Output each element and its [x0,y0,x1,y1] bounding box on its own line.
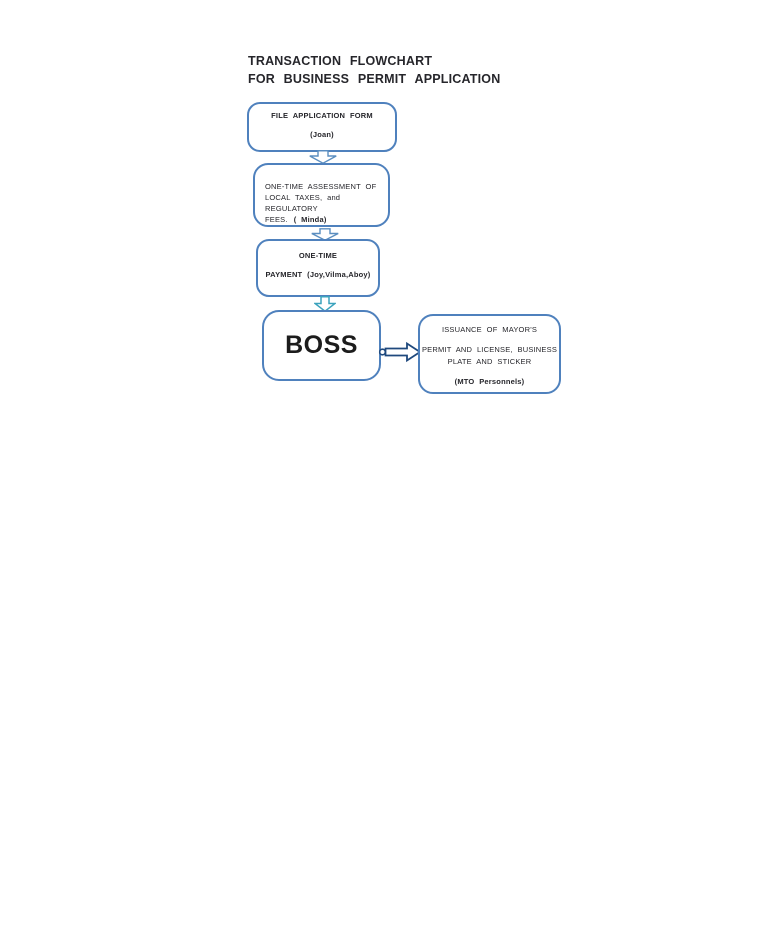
flow-node-issuance-person: (MTO Personnels) [454,376,525,386]
flow-node-payment-line2: PAYMENT (Joy,Vilma,Aboy) [265,270,371,279]
down-arrow-shape [311,228,339,241]
page-title: TRANSACTION FLOWCHART FOR BUSINESS PERMI… [248,53,500,88]
flow-node-file-application-person: (Joan) [310,130,334,139]
right-arrow-shape [384,341,422,363]
flow-node-file-application-label: FILE APPLICATION FORM [271,111,373,120]
flow-node-assessment-fees: FEES. [265,215,288,224]
down-arrow-shape [314,296,336,312]
flow-node-payment: ONE-TIME PAYMENT (Joy,Vilma,Aboy) [256,239,380,297]
flow-node-assessment: ONE-TIME ASSESSMENT OF LOCAL TAXES, and … [253,163,390,227]
flow-node-issuance-line2: PERMIT AND LICENSE, BUSINESS [421,344,558,354]
flow-node-boss-label: BOSS [285,331,358,359]
flow-node-issuance-line1: ISSUANCE OF MAYOR'S [441,325,538,334]
flow-node-assessment-line1: ONE-TIME ASSESSMENT OF [265,182,377,191]
right-arrow-icon [378,341,422,363]
page-title-line1: TRANSACTION FLOWCHART [248,54,433,68]
flow-node-file-application: FILE APPLICATION FORM (Joan) [247,102,397,152]
flow-node-issuance: ISSUANCE OF MAYOR'S PERMIT AND LICENSE, … [418,314,561,394]
flow-node-issuance-line3: PLATE AND STICKER [447,357,532,366]
down-arrow-icon [314,296,336,312]
flow-node-assessment-line3: FEES. ( Minda) [265,214,382,225]
flow-node-boss: BOSS [262,310,381,381]
page-title-line2: FOR BUSINESS PERMIT APPLICATION [248,71,501,86]
right-arrow-tail-dot [378,348,387,356]
flow-node-payment-line1: ONE-TIME [298,251,338,260]
flow-node-assessment-person: ( Minda) [293,215,327,224]
down-arrow-icon [309,150,337,164]
down-arrow-shape [309,150,337,164]
flow-node-assessment-line2: LOCAL TAXES, and REGULATORY [265,193,341,213]
down-arrow-icon [311,228,339,241]
